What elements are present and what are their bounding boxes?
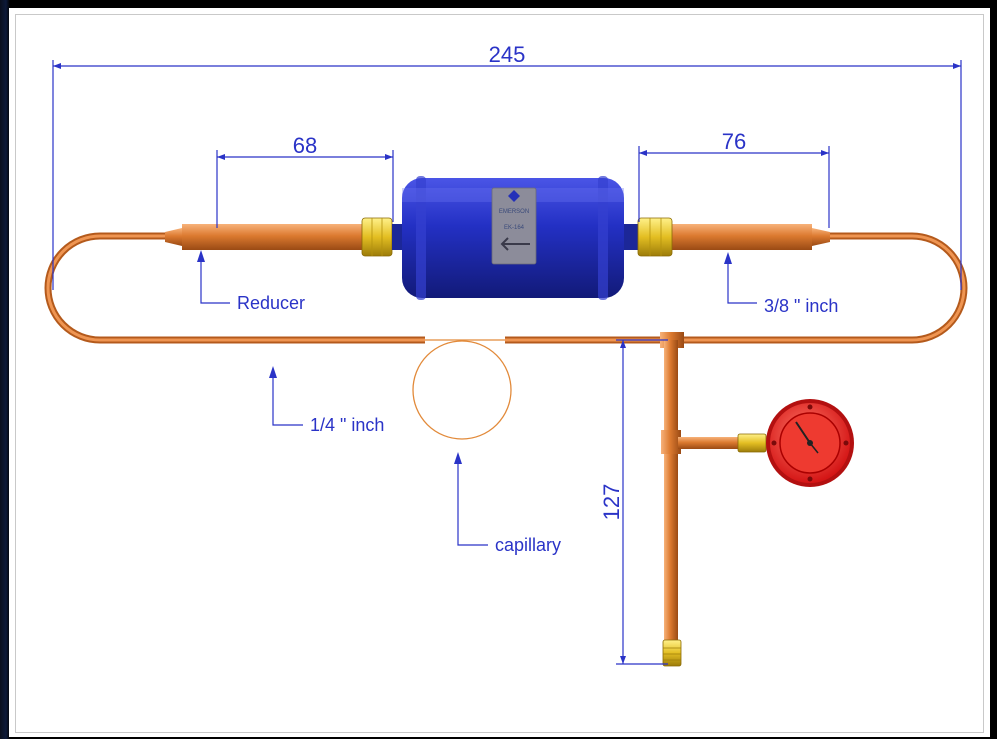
capillary-coil (412, 339, 512, 440)
callout-capillary: capillary (495, 535, 561, 555)
gauge-fitting (737, 433, 767, 453)
filter-model: EK-164 (504, 225, 525, 231)
dimension-arrowheads (53, 63, 961, 664)
pressure-gauge-icon (766, 399, 854, 487)
right-flare-nut (624, 217, 673, 257)
callout-left-pipe: 1/4 " inch (310, 415, 384, 435)
dimension-lines (52, 60, 962, 665)
dimension-right-segment: 76 (722, 129, 746, 154)
callout-reducer: Reducer (237, 293, 305, 313)
flow-arrow-icon (500, 237, 530, 251)
filter-drier: EMERSON EK-164 (402, 176, 624, 300)
callout-right-pipe: 3/8 " inch (764, 296, 838, 316)
filter-brand: EMERSON (499, 209, 529, 215)
schrader-valve (662, 639, 682, 667)
drawing-sheet (9, 8, 990, 737)
left-reducer-pipe (165, 224, 362, 250)
copper-pipe-loop (44, 232, 968, 344)
dimension-left-segment: 68 (293, 133, 317, 158)
emerson-logo-icon (508, 190, 520, 202)
tee-junction (660, 332, 740, 640)
callout-leaders (200, 256, 757, 546)
left-flare-nut (361, 217, 402, 257)
dimension-overall: 245 (489, 42, 526, 67)
dimension-vertical-drop: 127 (599, 484, 624, 521)
right-reducer-pipe (672, 224, 830, 250)
callout-arrowheads (197, 250, 732, 464)
